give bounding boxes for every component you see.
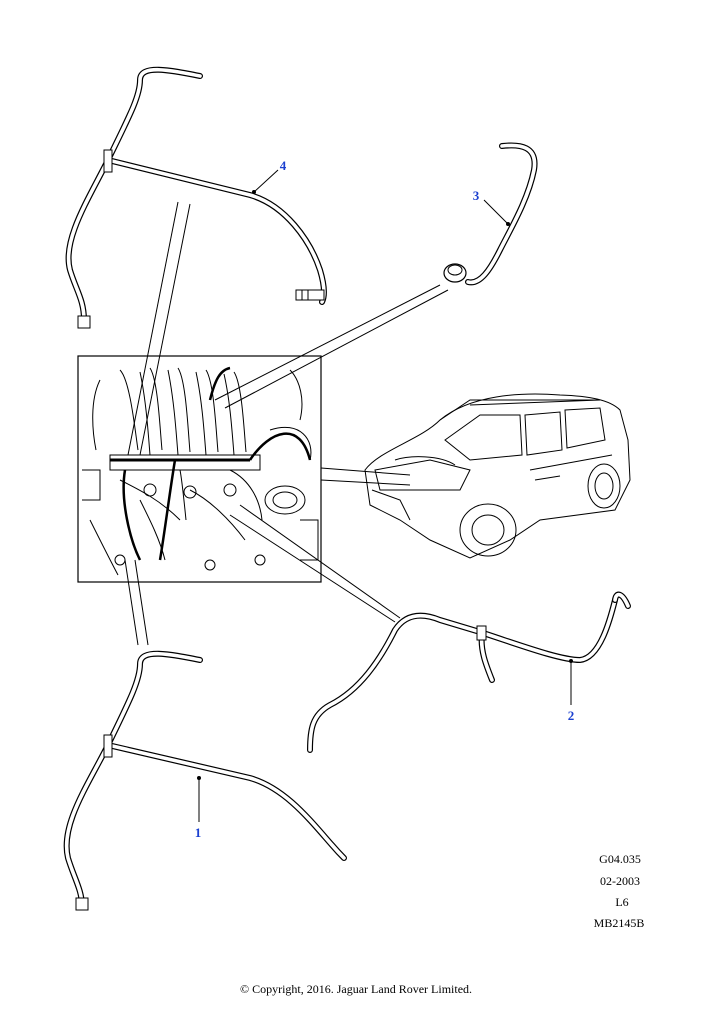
hose-part-2 xyxy=(307,591,631,753)
connector-lines xyxy=(124,201,449,646)
callout-2: 2 xyxy=(568,708,575,723)
copyright-notice: © Copyright, 2016. Jaguar Land Rover Lim… xyxy=(240,982,472,996)
vehicle-illustration xyxy=(364,393,631,559)
callout-3: 3 xyxy=(473,188,480,203)
engine-bay-inset xyxy=(77,355,322,583)
hose-part-3 xyxy=(443,142,538,286)
engine-code: L6 xyxy=(615,895,628,909)
callout-4: 4 xyxy=(280,158,287,173)
hose-part-1 xyxy=(63,650,347,911)
drawing-number: MB2145B xyxy=(594,916,645,930)
figure-date: 02-2003 xyxy=(600,874,640,888)
figure-code: G04.035 xyxy=(599,852,641,866)
callout-leaders xyxy=(197,169,573,822)
callout-1: 1 xyxy=(195,825,202,840)
hose-part-4 xyxy=(65,66,327,329)
